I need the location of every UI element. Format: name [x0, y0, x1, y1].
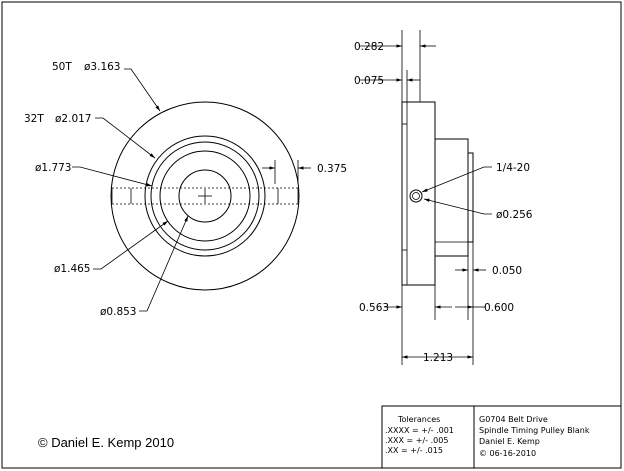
leader-1773	[72, 166, 153, 187]
circle-32t	[144, 135, 266, 257]
leader-2017	[95, 117, 156, 159]
tolerances-title: Tolerances	[397, 415, 440, 424]
circle-1773	[150, 141, 260, 251]
cross-hole	[111, 187, 299, 205]
side-view: 0.282 0.075 1/4-20 ø0.256 0.050 0.563 0.…	[354, 30, 533, 365]
outer-circle-50t	[110, 101, 300, 291]
title-line-1: G0704 Belt Drive	[479, 415, 548, 424]
tolerance-row-3: .XX = +/- .015	[385, 446, 443, 455]
label-1213: 1.213	[423, 352, 453, 364]
circle-1465	[159, 150, 251, 242]
label-50t: 50T	[52, 61, 72, 73]
leader-thread	[421, 166, 492, 193]
label-dia-3163: ø3.163	[84, 61, 120, 73]
title-block: Tolerances .XXXX = +/- .001 .XXX = +/- .…	[381, 405, 622, 469]
bore-0853	[178, 169, 232, 223]
label-0563: 0.563	[359, 302, 389, 314]
leader-1465	[93, 220, 169, 270]
label-dia-1465: ø1.465	[54, 263, 90, 275]
label-0050: 0.050	[492, 265, 522, 277]
tolerance-row-2: .XXX = +/- .005	[385, 436, 448, 445]
set-screw	[409, 189, 423, 203]
label-thread: 1/4-20	[496, 162, 530, 174]
hub	[434, 138, 469, 257]
title-line-4: © 06-16-2010	[479, 449, 536, 458]
label-dia-2017: ø2.017	[55, 113, 91, 125]
front-view: 50T ø3.163 32T ø2.017 ø1.773 ø1.465 ø0.8…	[24, 61, 347, 318]
label-0282: 0.282	[354, 41, 384, 53]
label-0600: 0.600	[484, 302, 514, 314]
copyright: © Daniel E. Kemp 2010	[38, 435, 174, 450]
label-32t: 32T	[24, 113, 44, 125]
title-line-2: Spindle Timing Pulley Blank	[479, 426, 590, 435]
leader-3163	[124, 68, 161, 112]
title-line-3: Daniel E. Kemp	[479, 437, 540, 446]
label-dia-0256: ø0.256	[496, 209, 533, 221]
hub-step	[467, 152, 474, 243]
leader-0853	[139, 215, 189, 312]
label-0075: 0.075	[354, 75, 384, 87]
label-dia-1773: ø1.773	[35, 162, 71, 174]
tolerance-row-1: .XXXX = +/- .001	[385, 426, 454, 435]
label-0375: 0.375	[317, 163, 347, 175]
label-dia-0853: ø0.853	[100, 306, 136, 318]
leader-0256	[423, 198, 492, 215]
title-block-frame	[381, 405, 622, 469]
set-screw-inner	[412, 192, 420, 200]
